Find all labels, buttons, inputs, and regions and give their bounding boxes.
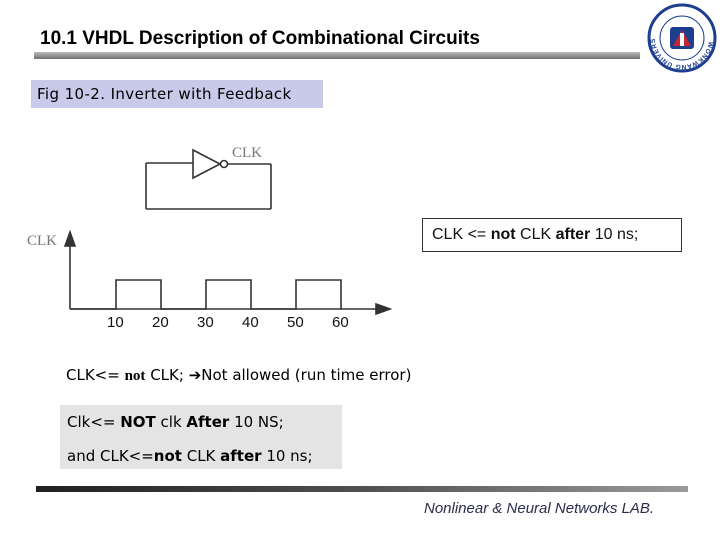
time-tick: 30 — [197, 314, 214, 331]
code-statement-box — [422, 218, 682, 252]
university-logo: WONKWANG UNIVERSITY — [646, 2, 717, 73]
runtime-error-note: CLK<= not CLK; ➔Not allowed (run time er… — [66, 366, 412, 384]
waveform-axes — [63, 229, 393, 316]
time-tick: 40 — [242, 314, 259, 331]
figure-caption: Fig 10-2. Inverter with Feedback — [37, 85, 292, 103]
footer-divider — [36, 486, 688, 492]
time-tick: 60 — [332, 314, 349, 331]
waveform-axis-label: CLK — [27, 233, 57, 249]
code-statement: CLK <= not CLK after 10 ns; — [432, 226, 639, 243]
time-tick: 50 — [287, 314, 304, 331]
gate-output-label: CLK — [232, 145, 262, 161]
alternative-statement-lowercase: and CLK<=not CLK after 10 ns; — [67, 447, 313, 465]
title-divider — [34, 52, 640, 59]
time-tick: 10 — [107, 314, 124, 331]
alternative-statement-uppercase: Clk<= NOT clk After 10 NS; — [67, 413, 284, 431]
lab-name: Nonlinear & Neural Networks LAB. — [424, 500, 655, 517]
clock-waveform — [70, 279, 342, 310]
page-title: 10.1 VHDL Description of Combinational C… — [40, 28, 480, 49]
figure-caption-box — [31, 80, 323, 108]
feedback-circuit — [145, 148, 272, 210]
time-tick: 20 — [152, 314, 169, 331]
arrow-right-icon: ➔ — [188, 366, 202, 384]
alternative-statements-box — [60, 405, 342, 469]
